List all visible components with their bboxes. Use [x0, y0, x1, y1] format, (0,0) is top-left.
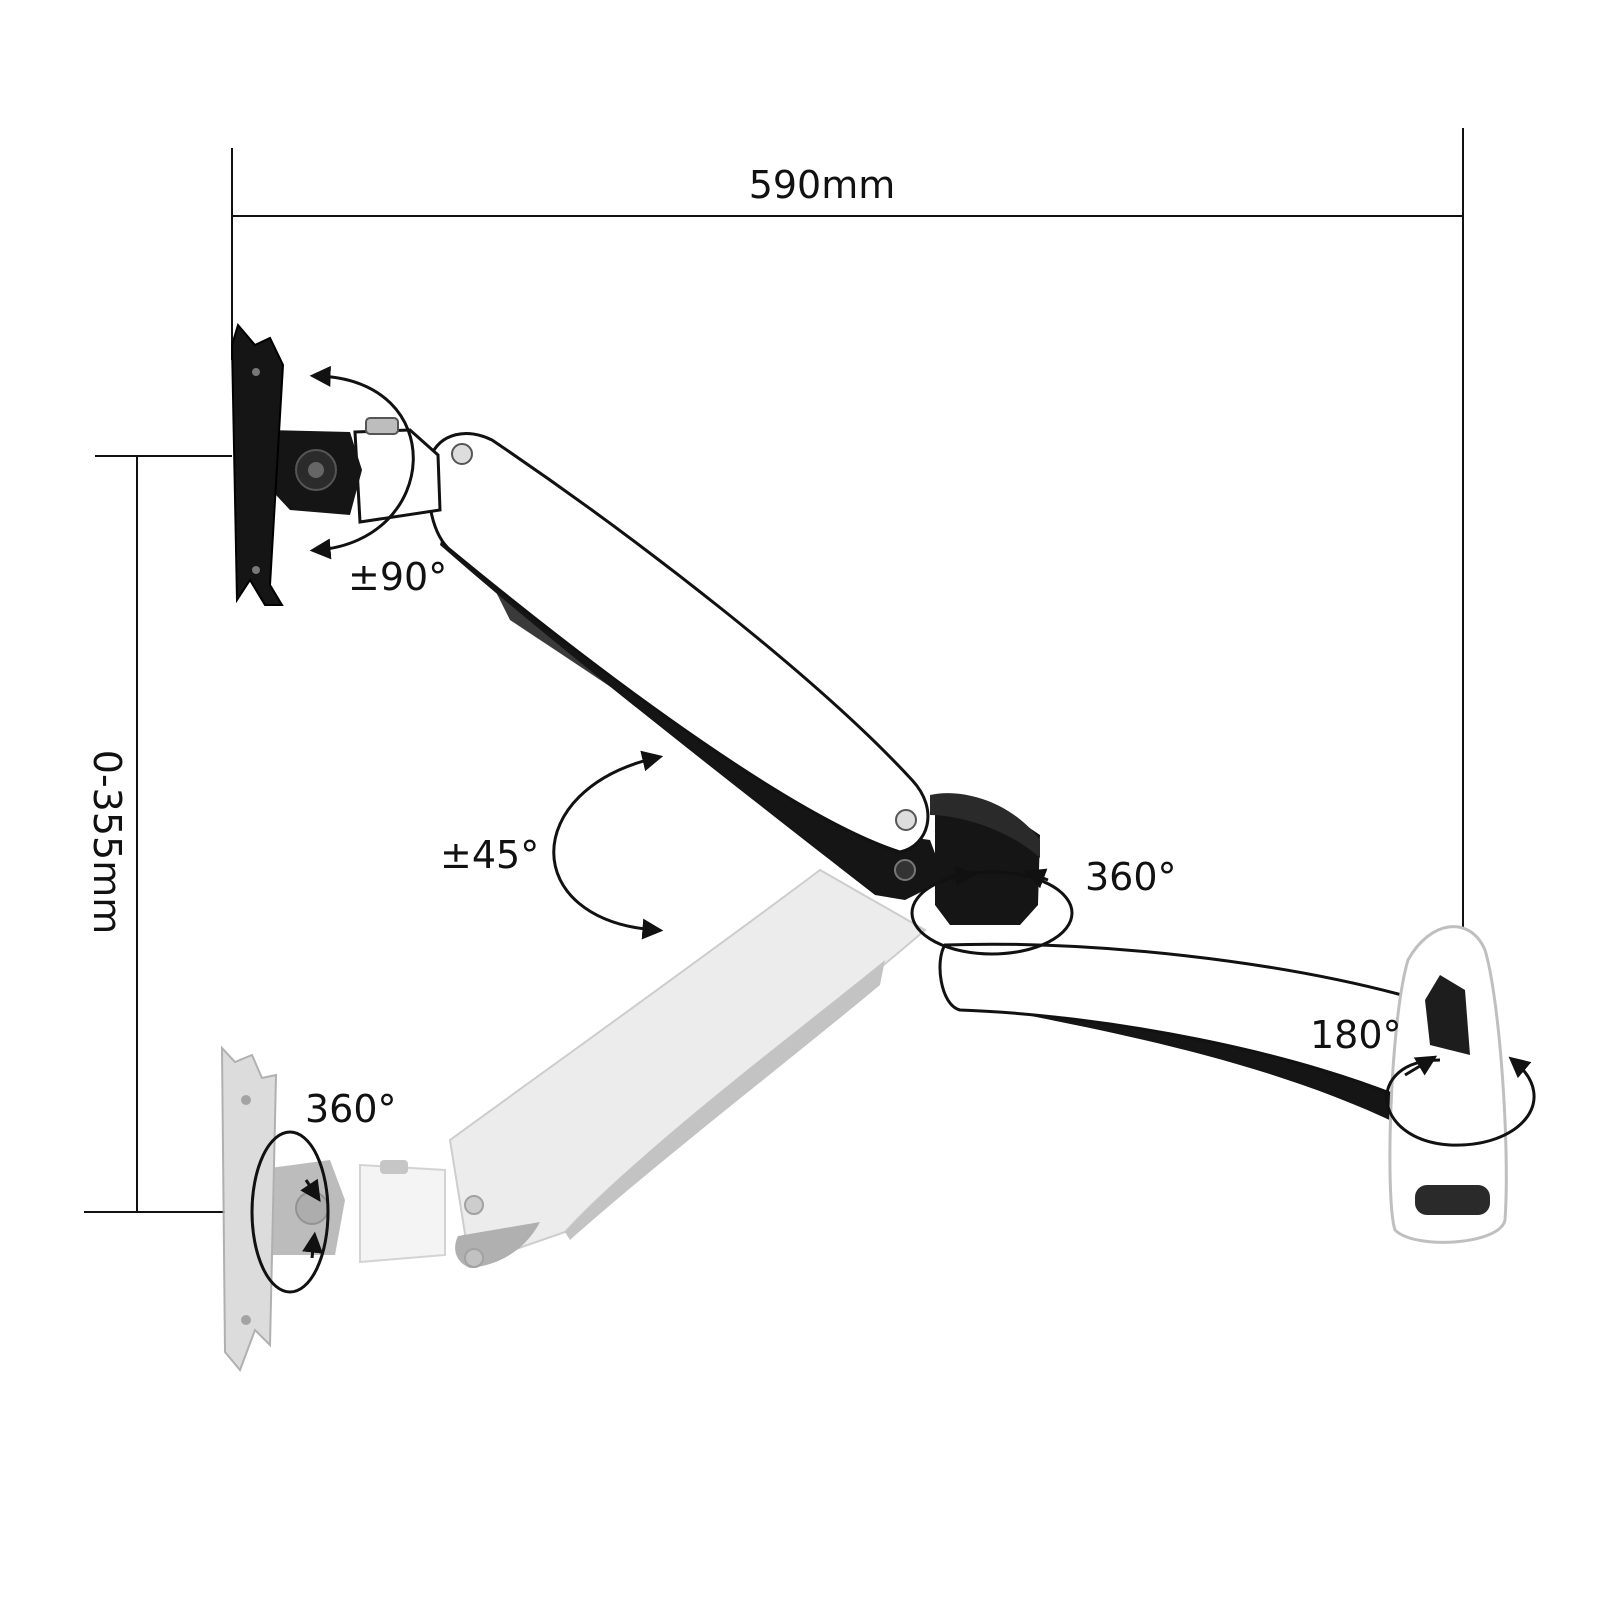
elbow-joint	[894, 793, 1040, 925]
elbow-swivel-label: 360°	[1085, 855, 1177, 899]
head-rotation-label: 360°	[305, 1087, 397, 1131]
wall-swivel-arrow	[1385, 1055, 1536, 1147]
tilt-arrow	[309, 365, 415, 560]
head-rotation-arrow	[250, 1130, 330, 1294]
elbow-swivel-arrow	[910, 865, 1074, 956]
wall-bracket	[1388, 925, 1508, 1244]
wall-swivel-label: 180°	[1310, 1013, 1402, 1057]
height-label: 0-355mm	[85, 750, 129, 934]
tilt-label: ±90°	[348, 555, 447, 599]
vesa-plate	[230, 322, 285, 606]
upper-arm	[426, 432, 945, 900]
arm-tilt-arrow	[552, 750, 664, 940]
arm-tilt-label: ±45°	[440, 833, 539, 877]
width-label: 590mm	[749, 163, 896, 207]
width-dimension	[231, 128, 1464, 1060]
height-dimension	[84, 455, 232, 1213]
